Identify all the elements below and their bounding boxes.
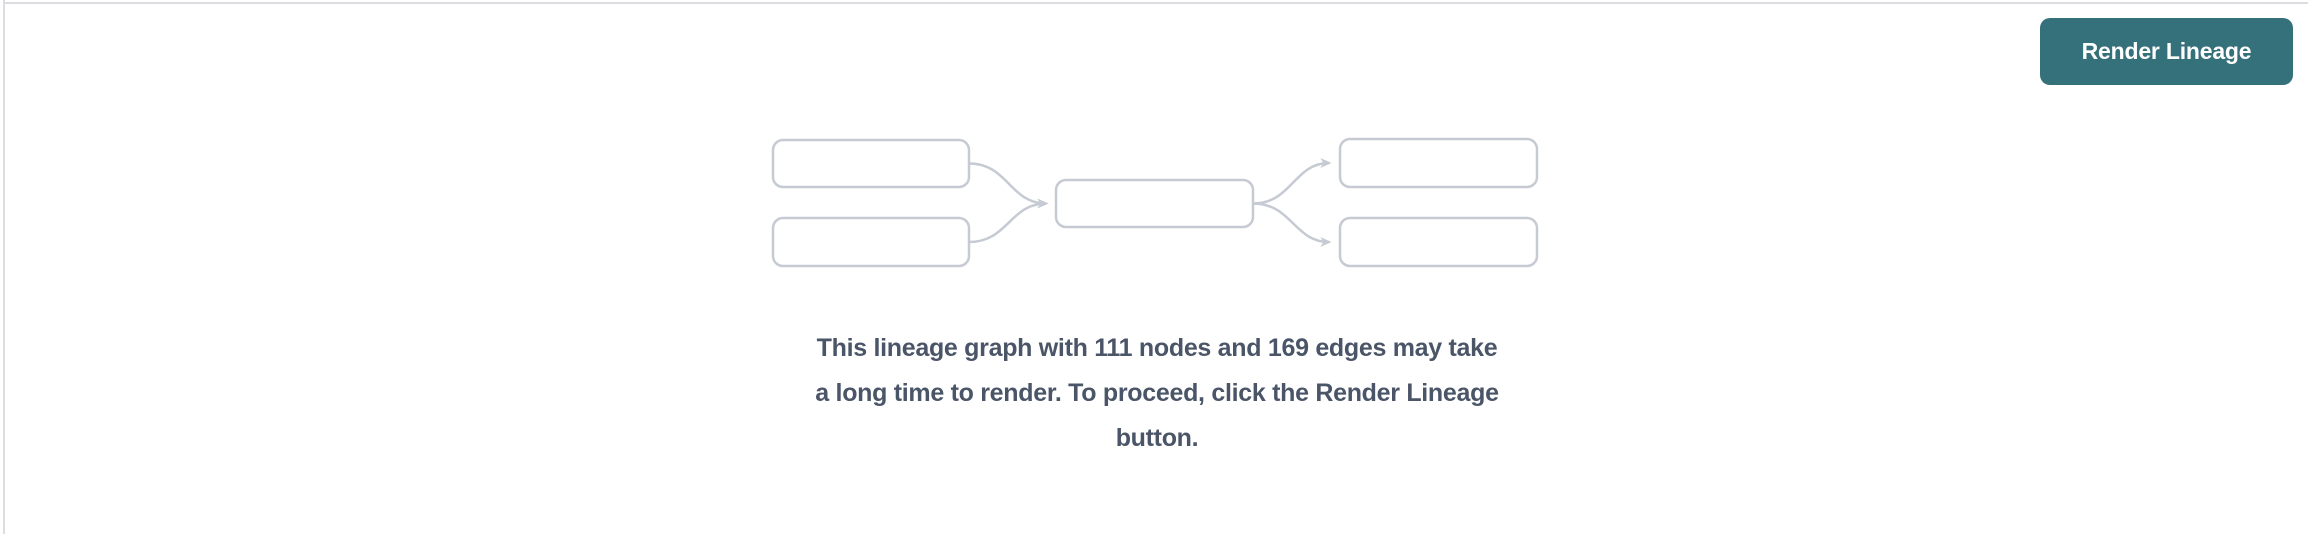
render-warning-message: This lineage graph with 111 nodes and 16… <box>657 326 1657 461</box>
top-divider <box>3 2 2308 4</box>
message-line: a long time to render. To proceed, click… <box>815 379 1499 407</box>
placeholder-edge <box>1252 202 1332 247</box>
placeholder-node <box>1054 178 1255 229</box>
placeholder-node <box>1338 137 1539 189</box>
placeholder-node <box>771 216 971 268</box>
placeholder-edge <box>1252 158 1332 205</box>
placeholder-edge <box>968 162 1049 209</box>
lineage-graph-placeholder-icon <box>771 137 1539 268</box>
message-line: button. <box>1115 424 1199 452</box>
left-divider <box>3 0 5 534</box>
message-line: This lineage graph with 111 nodes and 16… <box>816 334 1498 362</box>
render-lineage-button[interactable]: Render Lineage <box>2040 18 2293 85</box>
placeholder-node <box>1338 216 1539 268</box>
placeholder-edge <box>968 198 1049 244</box>
placeholder-node <box>771 138 971 189</box>
